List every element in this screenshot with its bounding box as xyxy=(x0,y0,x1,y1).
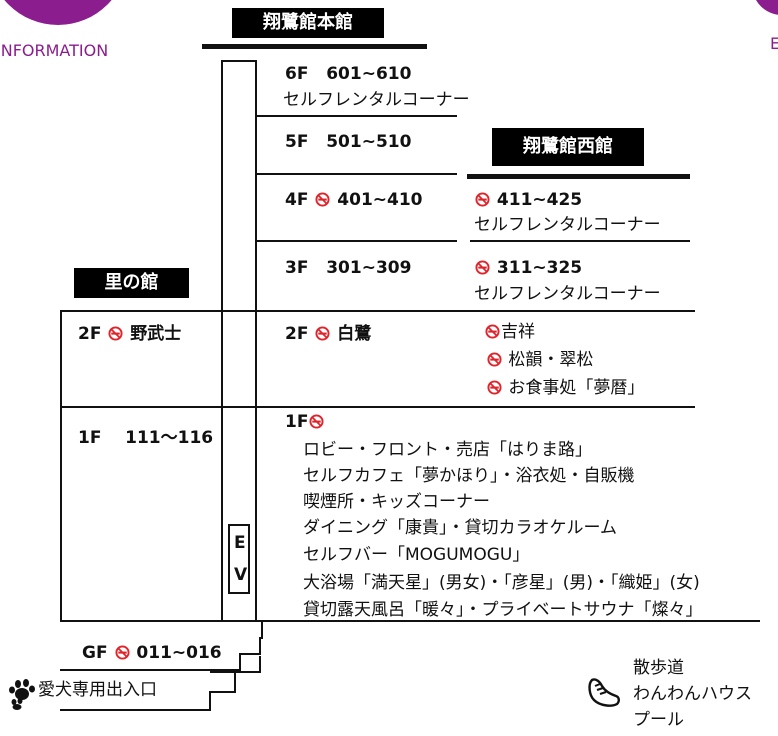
gf-upper-line xyxy=(60,669,240,671)
honkan-1f-floor: 1F xyxy=(285,412,309,432)
no-smoking-icon xyxy=(315,326,330,341)
nishikan-3f-note: セルフレンタルコーナー xyxy=(474,284,661,304)
sato-1f-rooms: 111～116 xyxy=(125,428,214,448)
honkan-6f-rooms: 601~610 xyxy=(326,64,412,84)
honkan-3f-label: 3F 301~309 xyxy=(285,258,411,278)
ev-box xyxy=(228,524,250,594)
honkan-6f-label: 6F 601~610 xyxy=(285,64,411,84)
decor-circle-left xyxy=(0,0,128,25)
dog-house-label: わんわんハウス xyxy=(633,684,752,704)
elevator-shaft xyxy=(221,60,257,620)
nishikan-4f-rooms: 411~425 xyxy=(496,190,583,210)
no-smoking-icon xyxy=(309,414,324,429)
honkan-1f-item: セルフバー「MOGUMOGU」 xyxy=(303,545,530,565)
gf-rooms: 011~016 xyxy=(136,643,222,663)
gf-floor: GF xyxy=(82,643,108,663)
honkan-1f-item: ロビー・フロント・売店「はりま路」 xyxy=(303,440,592,460)
honkan-6f-note: セルフレンタルコーナー xyxy=(283,90,470,110)
honkan-1f-item: 貸切露天風呂「暖々」・プライベートサウナ「燦々」 xyxy=(303,600,703,620)
honkan-floor-line-5f xyxy=(257,115,457,117)
nishikan-title: 翔鷺館西館 xyxy=(492,128,644,166)
honkan-floor-line-1f xyxy=(60,406,695,408)
honkan-4f-floor: 4F xyxy=(285,190,309,210)
sato-2f-label: 2F 野武士 xyxy=(78,324,181,344)
honkan-3f-rooms: 301~309 xyxy=(326,258,412,278)
stairs-line xyxy=(60,620,263,711)
paw-icon xyxy=(9,679,35,710)
honkan-5f-floor: 5F xyxy=(285,132,309,152)
honkan-1f-item: 喫煙所・キッズコーナー xyxy=(303,492,490,512)
honkan-3f-floor: 3F xyxy=(285,258,309,278)
sato-1f-label: 1F 111～116 xyxy=(78,428,213,448)
honkan-1f-item: セルフカフェ「夢かほり」・浴衣処・自販機 xyxy=(303,466,635,486)
sato-2f-floor: 2F xyxy=(78,324,102,344)
sato-1f-floor: 1F xyxy=(78,428,102,448)
pool-label: プール xyxy=(633,710,684,730)
pet-entrance-label: 愛犬専用出入口 xyxy=(38,680,157,700)
information-label: INFORMATION xyxy=(0,41,109,60)
gf-floor-line xyxy=(60,620,760,622)
walk-path-label: 散歩道 xyxy=(633,658,684,678)
satonoyakata-wall xyxy=(60,310,62,620)
no-smoking-icon xyxy=(487,352,502,367)
honkan-title: 翔鷺館本館 xyxy=(232,8,384,38)
sato-2f-rooms: 野武士 xyxy=(130,324,182,344)
nishikan-4f-note: セルフレンタルコーナー xyxy=(474,215,661,235)
honkan-5f-label: 5F 501~510 xyxy=(285,132,411,152)
no-smoking-icon xyxy=(487,380,502,395)
honkan-roof-line xyxy=(202,44,427,49)
nishikan-floor-line-3f xyxy=(470,240,690,242)
honkan-floor-line-2f xyxy=(60,310,695,312)
nishikan-4f-label: 411~425 xyxy=(474,190,582,210)
right-partial-label: E xyxy=(770,34,778,53)
nishikan-2f-item-2-text: 松韻・翠松 xyxy=(508,350,594,370)
no-smoking-icon xyxy=(114,645,130,660)
no-smoking-icon xyxy=(475,260,490,275)
satonoyakata-title: 里の館 xyxy=(74,268,189,298)
shoe-icon xyxy=(588,678,620,707)
honkan-2f-label: 2F 白鷺 xyxy=(285,324,371,344)
no-smoking-icon xyxy=(475,192,490,207)
honkan-1f-label: 1F xyxy=(285,412,325,432)
honkan-floor-line-4f xyxy=(257,173,457,175)
nishikan-2f-item-3: お食事処「夢暦」 xyxy=(486,378,644,398)
honkan-1f-item: 大浴場「満天星」(男女)・「彦星」(男)・「織姫」(女) xyxy=(303,573,700,593)
honkan-floor-line-3f xyxy=(257,240,457,242)
gf-label: GF 011~016 xyxy=(82,643,222,663)
honkan-5f-rooms: 501~510 xyxy=(326,132,412,152)
nishikan-2f-item-1: 吉祥 xyxy=(484,322,535,342)
honkan-1f-item: ダイニング「康貴」・貸切カラオケルーム xyxy=(303,518,617,538)
ev-letter-v: V xyxy=(234,565,248,585)
nishikan-2f-item-3-text: お食事処「夢暦」 xyxy=(508,378,645,398)
honkan-2f-rooms: 白鷺 xyxy=(337,324,372,344)
honkan-6f-floor: 6F xyxy=(285,64,309,84)
nishikan-3f-rooms: 311~325 xyxy=(496,258,583,278)
nishikan-2f-item-2: 松韻・翠松 xyxy=(486,350,593,370)
nishikan-2f-item-1-text: 吉祥 xyxy=(501,322,535,342)
nishikan-roof-line xyxy=(467,174,690,179)
honkan-2f-floor: 2F xyxy=(285,324,309,344)
ev-letter-e: E xyxy=(234,533,246,553)
decor-circle-right xyxy=(752,0,778,15)
no-smoking-icon xyxy=(315,192,330,207)
no-smoking-icon xyxy=(485,324,500,339)
honkan-4f-label: 4F 401~410 xyxy=(285,190,423,210)
nishikan-3f-label: 311~325 xyxy=(474,258,582,278)
honkan-4f-rooms: 401~410 xyxy=(337,190,423,210)
no-smoking-icon xyxy=(108,326,123,341)
